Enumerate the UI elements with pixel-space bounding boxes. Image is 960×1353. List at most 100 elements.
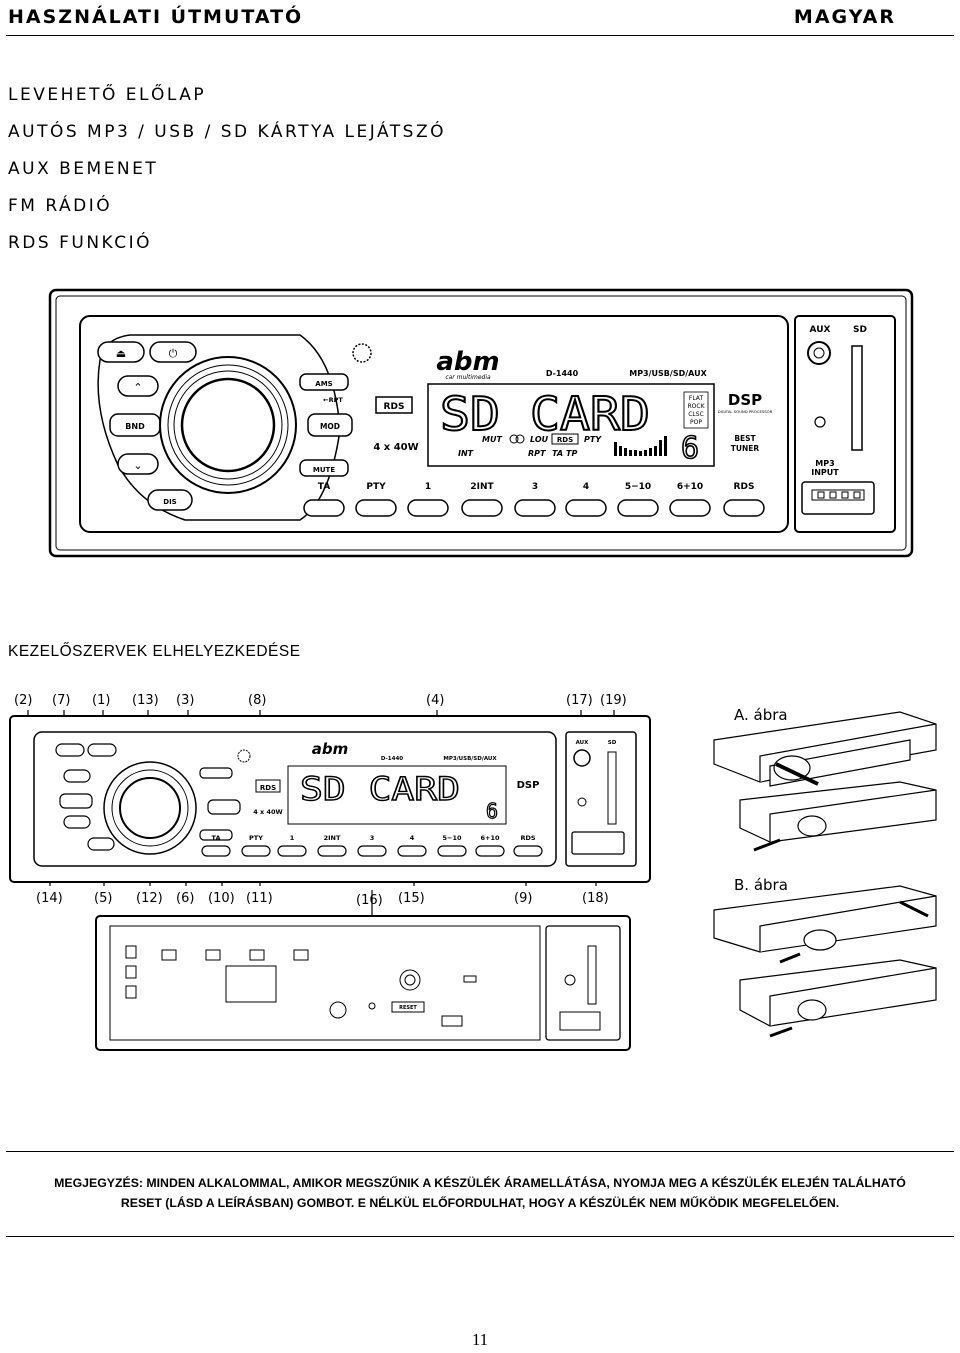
bnd-button[interactable]: BND — [109, 413, 161, 437]
lcd-text-small: SD CARD — [300, 770, 460, 808]
power-label: 4 x 40W — [373, 442, 418, 453]
pty-indicator: PTY — [584, 435, 602, 444]
volume-knob[interactable] — [159, 356, 297, 494]
feature-item: RDS FUNKCIÓ — [8, 233, 153, 253]
callout-7: (7) — [52, 693, 70, 708]
callout-18: (18) — [582, 891, 609, 906]
mod-label: MOD — [320, 422, 340, 431]
eq-mode: POP — [690, 419, 702, 426]
rds-badge-small: RDS — [260, 784, 276, 792]
callout-16: (16) — [356, 893, 383, 908]
mut-indicator: MUT — [482, 435, 502, 444]
feature-item: LEVEHETŐ ELŐLAP — [8, 85, 207, 105]
dsp-logo: DSP — [728, 391, 762, 409]
model-label-small: D-1440 — [381, 756, 403, 762]
callout-9: (9) — [514, 891, 532, 906]
callout-19: (19) — [600, 693, 627, 708]
figure-a-label: A. ábra — [734, 706, 788, 724]
reset-hole-icon[interactable] — [814, 416, 826, 428]
preset-buttons[interactable] — [303, 499, 765, 517]
rpt-label: ←RPT — [323, 396, 343, 404]
bottom-labels-small: TA PTY 1 2INT 3 4 5−10 6+10 RDS — [212, 834, 536, 842]
callout-14: (14) — [36, 891, 63, 906]
callout-6: (6) — [176, 891, 194, 906]
reset-label: RESET — [399, 1005, 417, 1011]
rds-indicator: RDS — [557, 436, 573, 444]
eq-mode: CLSC — [688, 411, 704, 418]
svg-text:1: 1 — [290, 834, 295, 842]
note-bottom-rule — [6, 1236, 954, 1237]
callout-15: (15) — [398, 891, 425, 906]
callout-2: (2) — [14, 693, 32, 708]
svg-text:RDS: RDS — [734, 482, 755, 492]
up-button[interactable]: ⌃ — [117, 375, 159, 397]
mute-label: MUTE — [313, 466, 335, 474]
sd-label: SD — [853, 325, 867, 335]
svg-text:2INT: 2INT — [324, 834, 341, 842]
svg-text:⏏: ⏏ — [116, 347, 126, 360]
svg-text:TA: TA — [212, 834, 221, 842]
svg-text:PTY: PTY — [366, 482, 386, 492]
svg-text:⌄: ⌄ — [133, 459, 142, 472]
callout-5: (5) — [94, 891, 112, 906]
svg-text:4: 4 — [583, 482, 589, 492]
section-title: KEZELŐSZERVEK ELHELYEZKEDÉSE — [8, 643, 301, 660]
svg-text:⌃: ⌃ — [133, 381, 142, 394]
ir-sensor-icon — [352, 343, 372, 363]
callout-4: (4) — [426, 693, 444, 708]
svg-text:6+10: 6+10 — [480, 834, 499, 842]
lcd-num-small: 6 — [486, 799, 498, 823]
down-button[interactable]: ⌄ — [117, 453, 159, 475]
model-label: D-1440 — [546, 369, 579, 378]
note-box: MEGJEGYZÉS: MINDEN ALKALOMMAL, AMIKOR ME… — [0, 1173, 960, 1213]
note-line: RESET (LÁSD A LEÍRÁSBAN) GOMBOT. E NÉLKÜ… — [120, 1196, 840, 1210]
svg-text:3: 3 — [532, 482, 538, 492]
svg-text:2INT: 2INT — [470, 482, 494, 492]
sd-slot[interactable] — [851, 345, 863, 451]
formats-label: MP3/USB/SD/AUX — [629, 369, 707, 378]
svg-text:1: 1 — [425, 482, 431, 492]
rds-badge: RDS — [384, 402, 405, 412]
lou-indicator: LOU — [530, 435, 549, 444]
controls-diagram: (2) (7) (1) (13) (3) (8) (4) (17) (19) (… — [9, 693, 651, 1051]
best-label: BEST — [734, 434, 756, 443]
dsp-logo-small: DSP — [517, 780, 540, 791]
bottom-button-labels: TA PTY 1 2INT 3 4 5−10 6+10 RDS — [318, 482, 755, 492]
bnd-label: BND — [125, 422, 145, 431]
ams-button[interactable]: AMS — [299, 373, 349, 391]
page-header: HASZNÁLATI ÚTMUTATÓ MAGYAR — [0, 0, 960, 36]
svg-text:3: 3 — [370, 834, 375, 842]
svg-text:PTY: PTY — [249, 834, 263, 842]
usb-port[interactable] — [801, 481, 875, 515]
callout-10: (10) — [208, 891, 235, 906]
tp-indicator: TP — [566, 449, 577, 458]
dis-label: DIS — [163, 498, 176, 506]
mute-button[interactable]: MUTE — [299, 459, 349, 477]
input-label: INPUT — [811, 468, 839, 477]
power-button[interactable]: ⏻ — [149, 341, 197, 363]
feature-item: FM RÁDIÓ — [8, 196, 113, 216]
note-line: MEGJEGYZÉS: MINDEN ALKALOMMAL, AMIKOR ME… — [54, 1176, 906, 1190]
dis-button[interactable]: DIS — [147, 489, 193, 511]
sd-label-small: SD — [608, 740, 617, 746]
svg-text:TA: TA — [318, 482, 330, 492]
language-label: MAGYAR — [793, 6, 896, 28]
int-indicator: INT — [458, 449, 474, 458]
ams-label: AMS — [315, 380, 332, 388]
install-figures: A. ábra B. ábra — [713, 706, 937, 1038]
aux-jack-icon[interactable] — [807, 341, 831, 365]
callout-1: (1) — [92, 693, 110, 708]
mp3-label: MP3 — [815, 459, 834, 468]
note-top-rule — [6, 1151, 954, 1152]
lcd-track-number: 6 — [681, 431, 699, 466]
callout-13: (13) — [132, 693, 159, 708]
brand-subtitle: car multimedia — [445, 374, 491, 381]
eq-mode: FLAT — [689, 395, 704, 402]
eject-button[interactable]: ⏏ — [97, 341, 145, 363]
mod-button[interactable]: MOD — [307, 413, 353, 437]
header-rule — [6, 35, 954, 36]
formats-label-small: MP3/USB/SD/AUX — [443, 756, 497, 762]
ta-indicator: TA — [552, 449, 563, 458]
dsp-subtitle: DIGITAL SOUND PROCESSOR — [718, 409, 773, 414]
svg-text:⏻: ⏻ — [169, 347, 178, 360]
